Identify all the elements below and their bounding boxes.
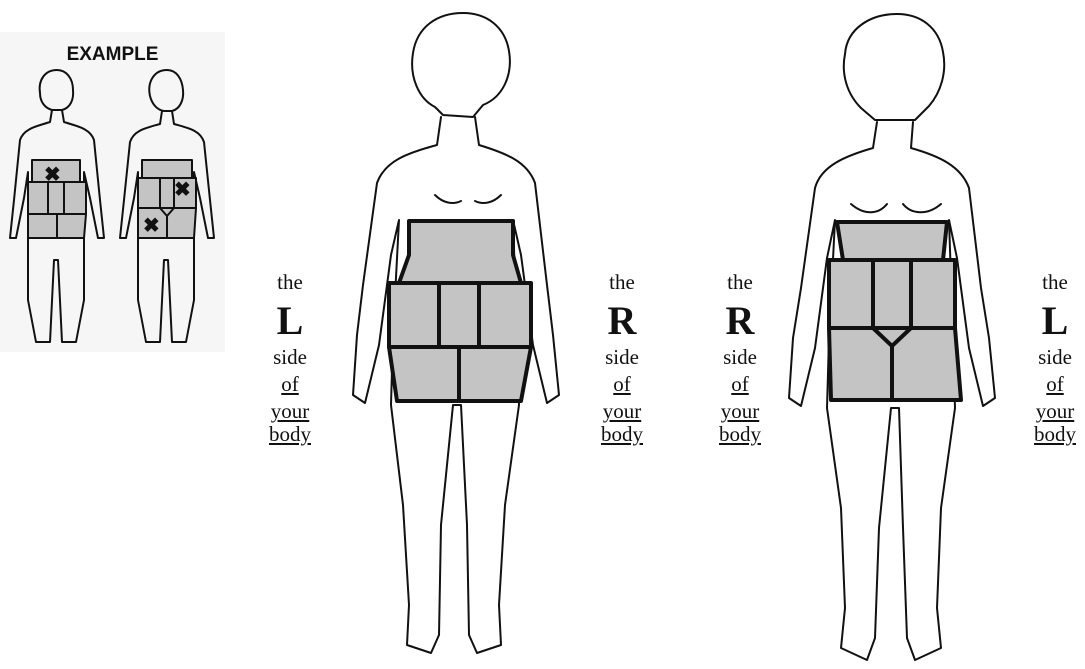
example-mark-3: ✖ [143, 215, 160, 237]
label-the: the [250, 272, 330, 293]
label-side: side [582, 347, 662, 368]
label-your: your [250, 401, 330, 422]
label-of: of [250, 374, 330, 395]
side-label-4: the L side of your body [1015, 272, 1085, 445]
label-side: side [700, 347, 780, 368]
label-the: the [700, 272, 780, 293]
label-of: of [582, 374, 662, 395]
label-body: body [250, 424, 330, 445]
label-your: your [700, 401, 780, 422]
example-mark-2: ✖ [174, 179, 191, 201]
label-side: side [1015, 347, 1085, 368]
back-view-figure [335, 5, 590, 665]
side-label-2: the R side of your body [582, 272, 662, 445]
label-the: the [1015, 272, 1085, 293]
example-mark-1: ✖ [44, 164, 61, 186]
side-label-3: the R side of your body [700, 272, 780, 445]
side-label-1: the L side of your body [250, 272, 330, 445]
label-body: body [700, 424, 780, 445]
label-letter: R [700, 301, 780, 341]
label-letter: R [582, 301, 662, 341]
label-your: your [582, 401, 662, 422]
label-of: of [700, 374, 780, 395]
label-letter: L [250, 301, 330, 341]
label-of: of [1015, 374, 1085, 395]
label-the: the [582, 272, 662, 293]
label-letter: L [1015, 301, 1085, 341]
front-view-figure [775, 8, 1020, 668]
label-body: body [1015, 424, 1085, 445]
label-side: side [250, 347, 330, 368]
label-body: body [582, 424, 662, 445]
example-front-figure: ✖ ✖ [110, 60, 225, 350]
label-your: your [1015, 401, 1085, 422]
example-back-figure: ✖ [0, 60, 115, 350]
